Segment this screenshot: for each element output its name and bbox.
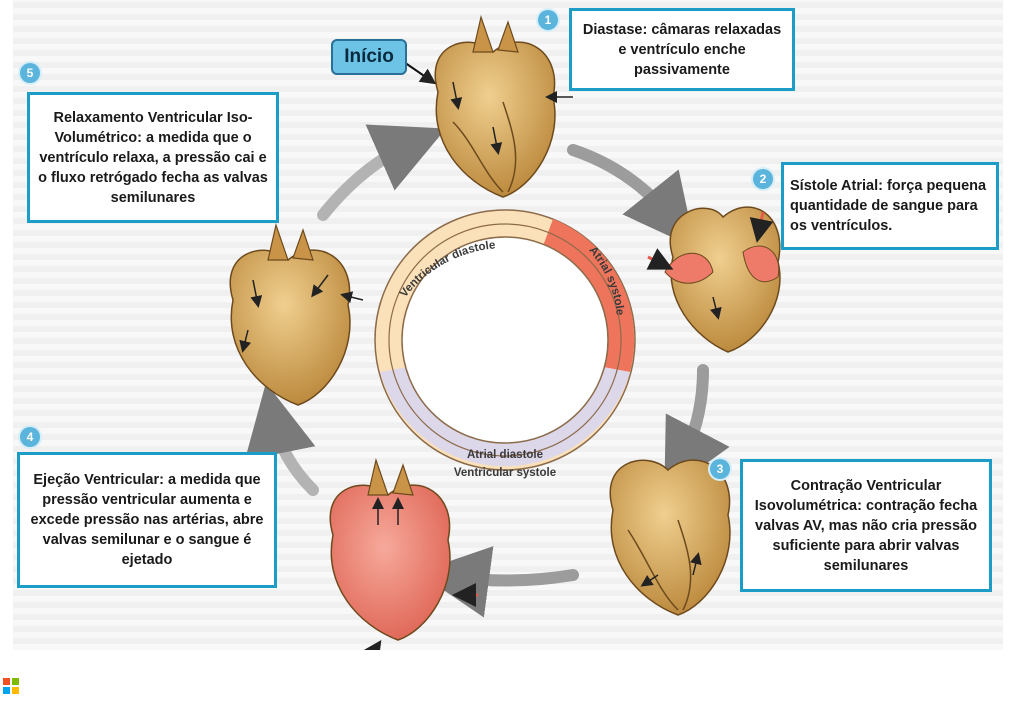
- heart-illustration-stage-1: [434, 14, 573, 198]
- heart-illustration-stage-4: [329, 457, 478, 650]
- cycle-ring: [374, 209, 636, 471]
- ring-label-atrial-diastole: Atrial diastole: [467, 449, 543, 461]
- step-1-badge: 1: [538, 10, 558, 30]
- flow-arrow-1-2: [567, 144, 696, 249]
- heart-illustration-stage-5: [229, 222, 364, 406]
- step-2-badge: 2: [753, 169, 773, 189]
- heart-illustration-stage-2: [646, 206, 781, 353]
- ring-label-ventricular-systole: Ventricular systole: [454, 467, 556, 479]
- step-4-description: Ejeção Ventricular: a medida que pressão…: [17, 452, 277, 588]
- cycle-diagram: Ventricular diastole Atrial systole Atri…: [229, 14, 781, 650]
- step-1-description: Diastase: câmaras relaxadas e ventrículo…: [569, 8, 795, 91]
- flow-arrow-4-5: [244, 382, 319, 496]
- cardiac-cycle-figure: Ventricular diastole Atrial systole Atri…: [13, 0, 1003, 650]
- flow-arrow-2-3: [664, 364, 730, 494]
- step-5-description: Relaxamento Ventricular Iso-Volumétrico:…: [27, 92, 279, 223]
- heart-illustration-stage-3: [609, 459, 731, 616]
- windows-flag-icon: [3, 678, 19, 694]
- cycle-arrows: [244, 124, 730, 618]
- step-5-badge: 5: [20, 63, 40, 83]
- flow-arrow-3-4: [417, 546, 579, 618]
- step-2-description: Sístole Atrial: força pequena quantidade…: [781, 162, 999, 250]
- ring-ventricular-systole-segment: [380, 367, 630, 467]
- step-3-description: Contração Ventricular Isovolumétrica: co…: [740, 459, 992, 592]
- step-4-badge: 4: [20, 427, 40, 447]
- flow-arrow-5-1: [317, 124, 446, 221]
- step-3-badge: 3: [710, 459, 730, 479]
- start-label: Início: [331, 39, 407, 75]
